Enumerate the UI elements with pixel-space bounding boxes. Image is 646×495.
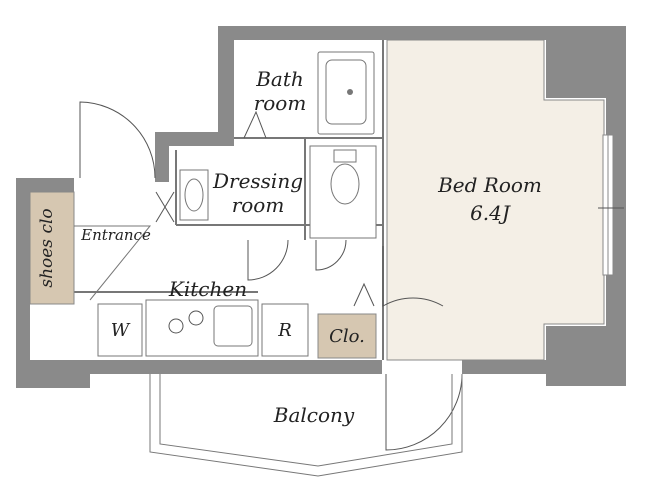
toilet [309,145,377,239]
entrance-label: Entrance [80,226,151,244]
kitchen-label: Kitchen [168,277,247,301]
outer-walls [16,26,626,388]
kitchen-counter [145,299,259,357]
bedroom-floor [386,39,605,361]
balcony-label: Balcony [273,403,355,427]
wash-basin [179,169,209,221]
bedroom-label-line2: 6.4J [470,201,511,225]
dressing-label-line1: Dressing [212,169,303,193]
entrance-step [74,225,152,301]
fridge-label: R [277,320,292,341]
shoes-closet [29,191,75,305]
closet-label: Clo. [329,326,365,347]
dressing-label-line2: room [232,193,285,217]
doors [79,101,463,451]
shoes-label: shoes clo [37,208,57,287]
bath-label-line2: room [254,91,307,115]
bedroom-window [598,134,624,276]
bathtub [317,51,375,135]
interior-partitions [74,40,384,360]
closet-box [317,313,377,359]
washer-box [97,303,143,357]
washer-label: W [111,320,131,341]
fridge-box [261,303,309,357]
balcony-railing [149,374,463,477]
bath-label-line1: Bath [255,67,304,91]
bedroom-label-line1: Bed Room [437,173,542,197]
